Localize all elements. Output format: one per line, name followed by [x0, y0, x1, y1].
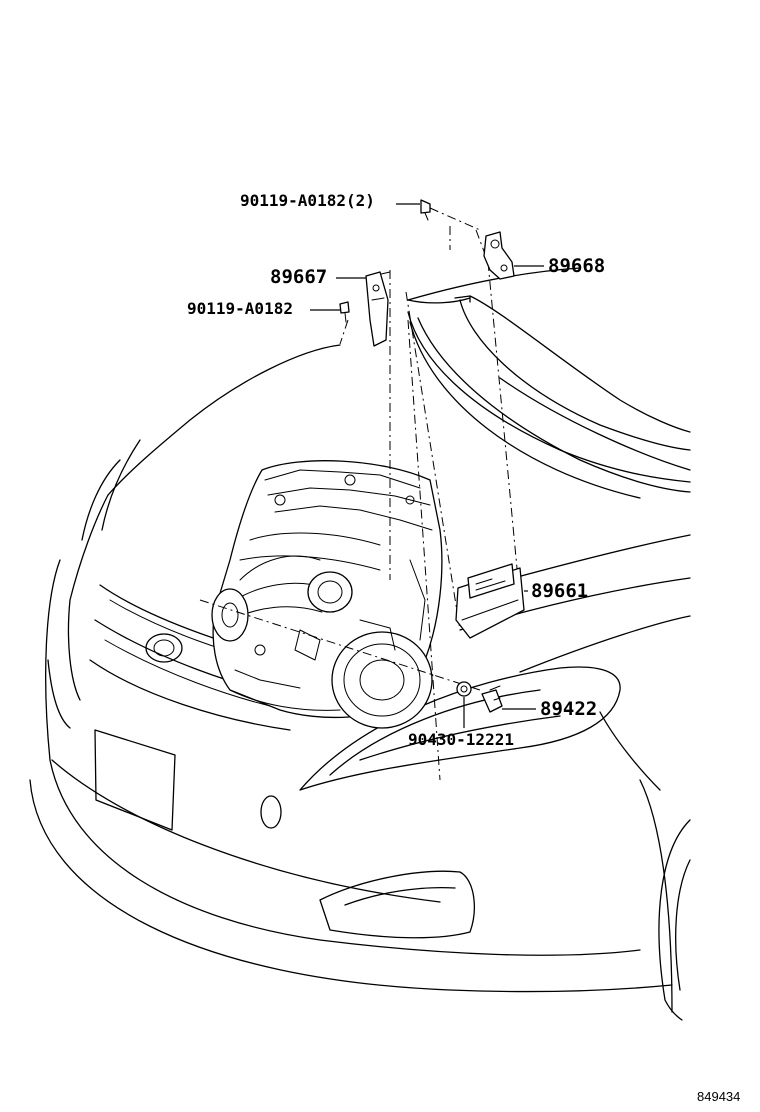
engine-assembly — [211, 460, 443, 729]
leader-lines — [310, 203, 544, 728]
illustration-number: 849434 — [697, 1089, 741, 1104]
assembly-guide-lines — [199, 207, 521, 781]
gasket-part — [456, 681, 472, 697]
callout-gasket: 90430-12221 — [408, 730, 514, 749]
bracket-left-part — [365, 271, 389, 347]
bracket-right-part — [483, 231, 515, 280]
screw-left-part — [339, 301, 350, 323]
callout-screw-left: 90119-A0182 — [187, 299, 293, 318]
callout-screw-upper: 90119-A0182(2) — [240, 191, 375, 210]
callout-bracket-right: 89668 — [548, 255, 606, 277]
callout-sensor: 89422 — [540, 698, 598, 720]
screw-upper-part — [420, 199, 431, 221]
hood-outline — [107, 267, 691, 499]
ecu-part — [455, 563, 525, 639]
callout-bracket-left: 89667 — [270, 266, 328, 288]
callout-ecu: 89661 — [531, 580, 589, 602]
sensor-part — [481, 685, 503, 713]
